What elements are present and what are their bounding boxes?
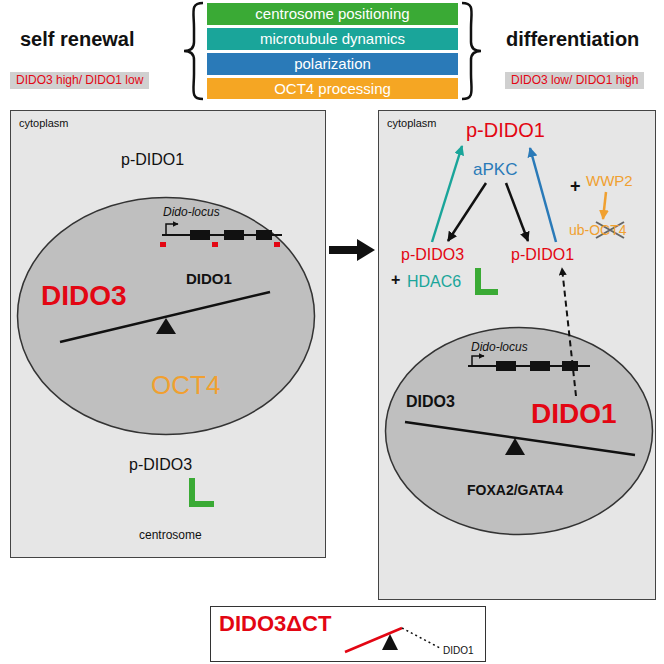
function-band: microtubule dynamics <box>207 28 458 50</box>
arrow <box>530 148 556 242</box>
node-text: OCT4 <box>151 371 220 400</box>
node-text: OCT4 processing <box>207 78 458 99</box>
node-text: microtubule dynamics <box>207 28 458 50</box>
seesaw <box>345 628 402 652</box>
cell-panel: cytoplasm p-DIDO1 p-DIDO3 centrosome Dido-lo… <box>10 110 326 558</box>
node-text: DIDO3 low/ DIDO1 high <box>511 74 638 87</box>
node-text: aPKC <box>473 161 517 180</box>
nucleus-outline <box>384 326 654 536</box>
node-text: HDAC6 <box>407 273 461 291</box>
fulcrum <box>505 438 525 455</box>
node-text: centrosome positioning <box>207 3 458 25</box>
gene-locus <box>160 224 282 247</box>
stage-label: self renewal <box>20 28 135 50</box>
function-band: polarization <box>207 53 458 75</box>
nucleus-outline <box>16 196 316 436</box>
node-text: DIDO1 <box>443 645 474 656</box>
node-text: p-DIDO3 <box>129 456 192 474</box>
node-text: Dido-locus <box>471 341 528 354</box>
node-text: centrosome <box>139 529 202 542</box>
nucleus-ellipse: Dido-locusDIDO3 DIDO1FOXA2/GATA4 <box>384 326 654 536</box>
arrow <box>432 146 462 242</box>
nucleus-shape <box>386 328 653 535</box>
cell-panel: DIDO3ΔCT DIDO1 <box>210 606 486 662</box>
node-text: Dido-locus <box>163 206 220 219</box>
transition-arrow <box>329 246 357 254</box>
fulcrum <box>156 318 176 334</box>
node-text: DIDO1 <box>186 271 232 288</box>
node-text: FOXA2/GATA4 <box>467 483 563 498</box>
gene-locus <box>468 356 590 371</box>
fulcrum <box>382 634 398 650</box>
seesaw <box>60 292 270 342</box>
node-text: DIDO3ΔCT <box>219 612 331 636</box>
node-text: + <box>570 177 581 197</box>
stage-label: differentiation <box>506 28 639 50</box>
ratio-highlight: DIDO3 low/ DIDO1 high <box>505 72 644 89</box>
node-text: cytoplasm <box>19 117 69 129</box>
nucleus-ellipse: Dido-locusDIDO3 DIDO1OCT4 <box>16 196 316 436</box>
node-text: DIDO3 high/ DIDO1 low <box>16 74 143 87</box>
node-text: WWP2 <box>586 173 633 190</box>
centrosome-symbol <box>192 478 214 504</box>
node-text: p-DIDO1 <box>466 119 545 141</box>
node-text: p-DIDO3 <box>401 246 464 264</box>
node-text: DIDO1 <box>531 399 617 430</box>
function-band: centrosome positioning <box>207 3 458 25</box>
node-text: p-DIDO1 <box>511 246 574 264</box>
function-band: OCT4 processing <box>207 78 458 99</box>
seesaw <box>405 422 635 455</box>
node-text: p-DIDO1 <box>121 151 184 169</box>
dotted-line <box>402 628 440 648</box>
cross-mark <box>596 222 624 238</box>
node-text: + <box>391 271 400 289</box>
arrow <box>603 192 606 219</box>
node-text: polarization <box>207 53 458 75</box>
ratio-highlight: DIDO3 high/ DIDO1 low <box>10 72 149 89</box>
hdac6-symbol <box>478 268 498 292</box>
arrow <box>506 183 528 241</box>
cell-panel: cytoplasmp-DIDO1aPKC+WWP2ub-OCT4p-DIDO3+… <box>378 110 656 600</box>
arrow <box>448 183 486 241</box>
brace <box>462 3 481 99</box>
node-text: DIDO3 <box>41 281 127 312</box>
nucleus-shape <box>18 198 315 435</box>
dashed-arrow <box>562 268 576 396</box>
brace <box>184 3 203 99</box>
node-text: cytoplasm <box>387 117 437 129</box>
node-text: ub-OCT4 <box>569 223 627 238</box>
node-text: DIDO3 <box>406 393 455 411</box>
